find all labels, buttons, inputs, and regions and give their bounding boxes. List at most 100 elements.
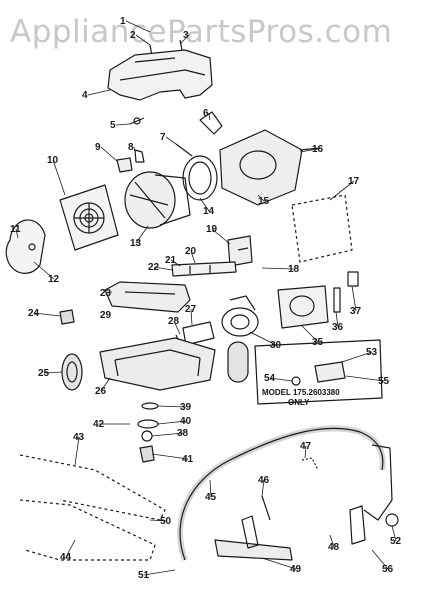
leader-line [151,453,189,460]
callout-label: 47 [300,441,312,452]
callout-label: 42 [93,419,105,430]
model-note-line2: ONLY [288,398,310,407]
leader-line [261,479,265,497]
cord-reel [221,295,259,337]
callout-label: 53 [366,347,378,358]
small-latches [333,271,359,313]
leader-line [135,225,149,244]
leader-line [190,250,196,264]
leader-line [179,34,190,45]
callout-label: 24 [28,308,40,319]
callout-label: 15 [258,196,270,207]
leader-line [100,146,119,163]
fan-cover-disc [5,219,46,274]
callout-label: 22 [148,262,160,273]
motor-housing [219,129,321,206]
callout-label: 19 [206,224,218,235]
leader-line [345,375,385,382]
callout-label: 23 [100,288,112,299]
leader-line [371,549,389,570]
bag-panel [291,194,353,263]
callout-label: 30 [270,340,282,351]
leader-line [157,405,187,408]
leader-line [165,136,177,145]
leader-line [100,377,111,392]
callout-label: 29 [100,310,112,321]
leader-line [151,432,184,437]
leader-line [170,259,181,267]
leader-line [261,267,295,270]
callout-label: 52 [390,536,402,547]
leader-line [153,266,173,271]
extension-wands [19,454,166,561]
rear-wheel [61,353,83,391]
leader-line [173,320,181,335]
leader-line [143,569,176,576]
callout-label: 40 [180,416,192,427]
leader-line [33,312,61,317]
base-housing [99,337,216,391]
motor-cover [107,49,213,101]
accessory-tools [261,457,366,545]
motor-gasket [182,155,218,201]
leader-line [209,479,212,498]
callout-label: 25 [38,368,50,379]
leader-line [351,285,357,312]
leader-line [301,325,319,343]
model-note-box [254,339,383,405]
callout-label: 41 [182,454,194,465]
leader-line [261,557,297,570]
watermark-text: AppliancePartsPros.com [10,14,393,50]
callout-label: 9 [95,142,101,153]
leader-line [257,194,265,202]
callout-label: 2 [130,30,136,41]
leader-line [74,436,80,466]
floor-tool [214,515,293,561]
callout-label: 13 [130,238,142,249]
callout-label: 12 [48,274,60,285]
callout-label: 35 [312,337,324,348]
switch-clip [175,111,223,157]
leader-line [335,311,339,328]
callout-label: 36 [332,322,344,333]
bracket [227,235,253,267]
callout-label: 38 [177,428,189,439]
callout-label: 11 [10,224,21,235]
callout-label: 45 [205,492,217,503]
callout-label: 44 [60,552,72,563]
callout-label: 28 [168,316,180,327]
callout-label: 10 [47,155,59,166]
leader-line [190,308,193,326]
leader-line [135,34,151,46]
callout-label: 49 [290,564,302,575]
leader-line [329,180,355,201]
leader-line [149,519,167,522]
leader-line [329,534,335,548]
callout-label: 27 [185,304,197,315]
leader-line [33,261,55,280]
callout-label: 7 [160,132,166,143]
leader-line [133,146,136,153]
leader-line [157,420,187,425]
leader-line [299,148,319,153]
leader-line [15,228,19,239]
small-screws [116,117,145,173]
leader-line [115,123,131,126]
leader-line [125,20,151,33]
callout-label: 46 [258,475,270,486]
carry-handle [104,281,191,313]
callout-label: 20 [185,246,197,257]
callout-label: 6 [203,108,209,119]
callout-label: 26 [95,386,107,397]
fan-housing [59,184,119,251]
leader-line [65,539,76,558]
callout-label: 55 [378,376,390,387]
leader-line [249,331,277,346]
leader-line [211,228,231,245]
callout-label: 21 [165,255,177,266]
cap-part [227,341,249,383]
callout-label: 50 [160,516,172,527]
leader-line [87,89,111,96]
callout-label: 56 [382,564,394,575]
